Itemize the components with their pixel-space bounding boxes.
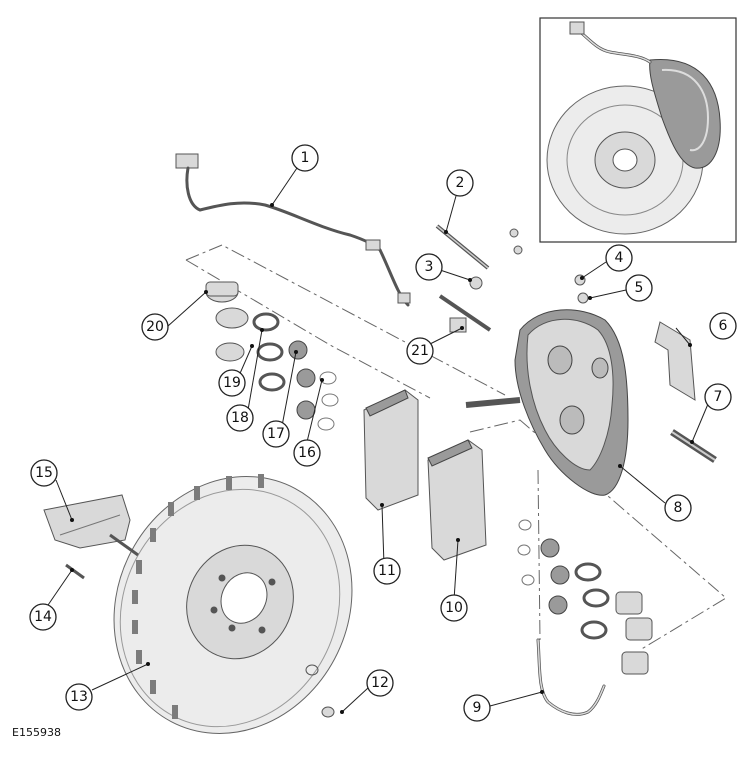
callout-20-label: 20 — [146, 319, 164, 335]
callout-17: 17 — [262, 420, 290, 448]
callout-19-label: 19 — [223, 375, 241, 391]
callout-1: 1 — [291, 144, 319, 172]
part-11-brake-pad — [363, 389, 419, 511]
callout-18: 18 — [226, 404, 254, 432]
callout-8: 8 — [664, 494, 692, 522]
pistons-left — [205, 281, 339, 431]
callout-15: 15 — [30, 459, 58, 487]
callout-9: 9 — [463, 694, 491, 722]
callout-6: 6 — [709, 312, 737, 340]
callout-9-label: 9 — [473, 700, 482, 716]
callout-4: 4 — [605, 244, 633, 272]
callout-15-label: 15 — [35, 465, 53, 481]
callout-7-label: 7 — [714, 389, 723, 405]
callout-12: 12 — [366, 669, 394, 697]
callout-13-label: 13 — [70, 689, 88, 705]
part-1-sensor-harness — [175, 153, 411, 307]
callout-14-label: 14 — [34, 609, 52, 625]
callout-18-label: 18 — [231, 410, 249, 426]
callout-3: 3 — [415, 253, 443, 281]
part-7-bolt — [670, 429, 717, 463]
callout-5-label: 5 — [635, 280, 644, 296]
part-9-brake-hose — [536, 638, 606, 716]
callout-2: 2 — [446, 169, 474, 197]
callout-8-label: 8 — [674, 500, 683, 516]
callout-12-label: 12 — [371, 675, 389, 691]
callout-1-label: 1 — [301, 150, 310, 166]
part-8-caliper — [514, 309, 629, 496]
callouts: 1 2 3 4 5 6 7 8 9 10 11 12 13 14 15 16 1… — [29, 144, 737, 722]
callout-7: 7 — [704, 383, 732, 411]
leader-lines — [45, 167, 709, 714]
callout-20: 20 — [141, 313, 169, 341]
part-6-bracket — [654, 321, 696, 401]
inset-assembled-view — [539, 17, 737, 243]
part-13-brake-disc — [113, 474, 353, 734]
callout-10-label: 10 — [445, 600, 463, 616]
callout-16: 16 — [293, 439, 321, 467]
callout-3-label: 3 — [425, 259, 434, 275]
part-12-screw — [305, 664, 335, 718]
callout-13: 13 — [65, 683, 93, 711]
callout-14: 14 — [29, 603, 57, 631]
part-10-brake-pad — [427, 439, 487, 561]
callout-21-label: 21 — [411, 343, 429, 359]
callout-17-label: 17 — [267, 426, 285, 442]
figure-id: E155938 — [12, 726, 61, 739]
callout-6-label: 6 — [719, 318, 728, 334]
callout-21: 21 — [406, 337, 434, 365]
callout-19: 19 — [218, 369, 246, 397]
part-15-dust-shield — [43, 494, 131, 549]
part-21-bolt — [438, 294, 521, 408]
part-14-bolt — [65, 533, 139, 580]
pistons-right — [517, 519, 653, 675]
callout-2-label: 2 — [456, 175, 465, 191]
callout-16-label: 16 — [298, 445, 316, 461]
callout-4-label: 4 — [615, 250, 624, 266]
callout-11-label: 11 — [378, 563, 396, 579]
callout-11: 11 — [373, 557, 401, 585]
callout-10: 10 — [440, 594, 468, 622]
callout-5: 5 — [625, 274, 653, 302]
